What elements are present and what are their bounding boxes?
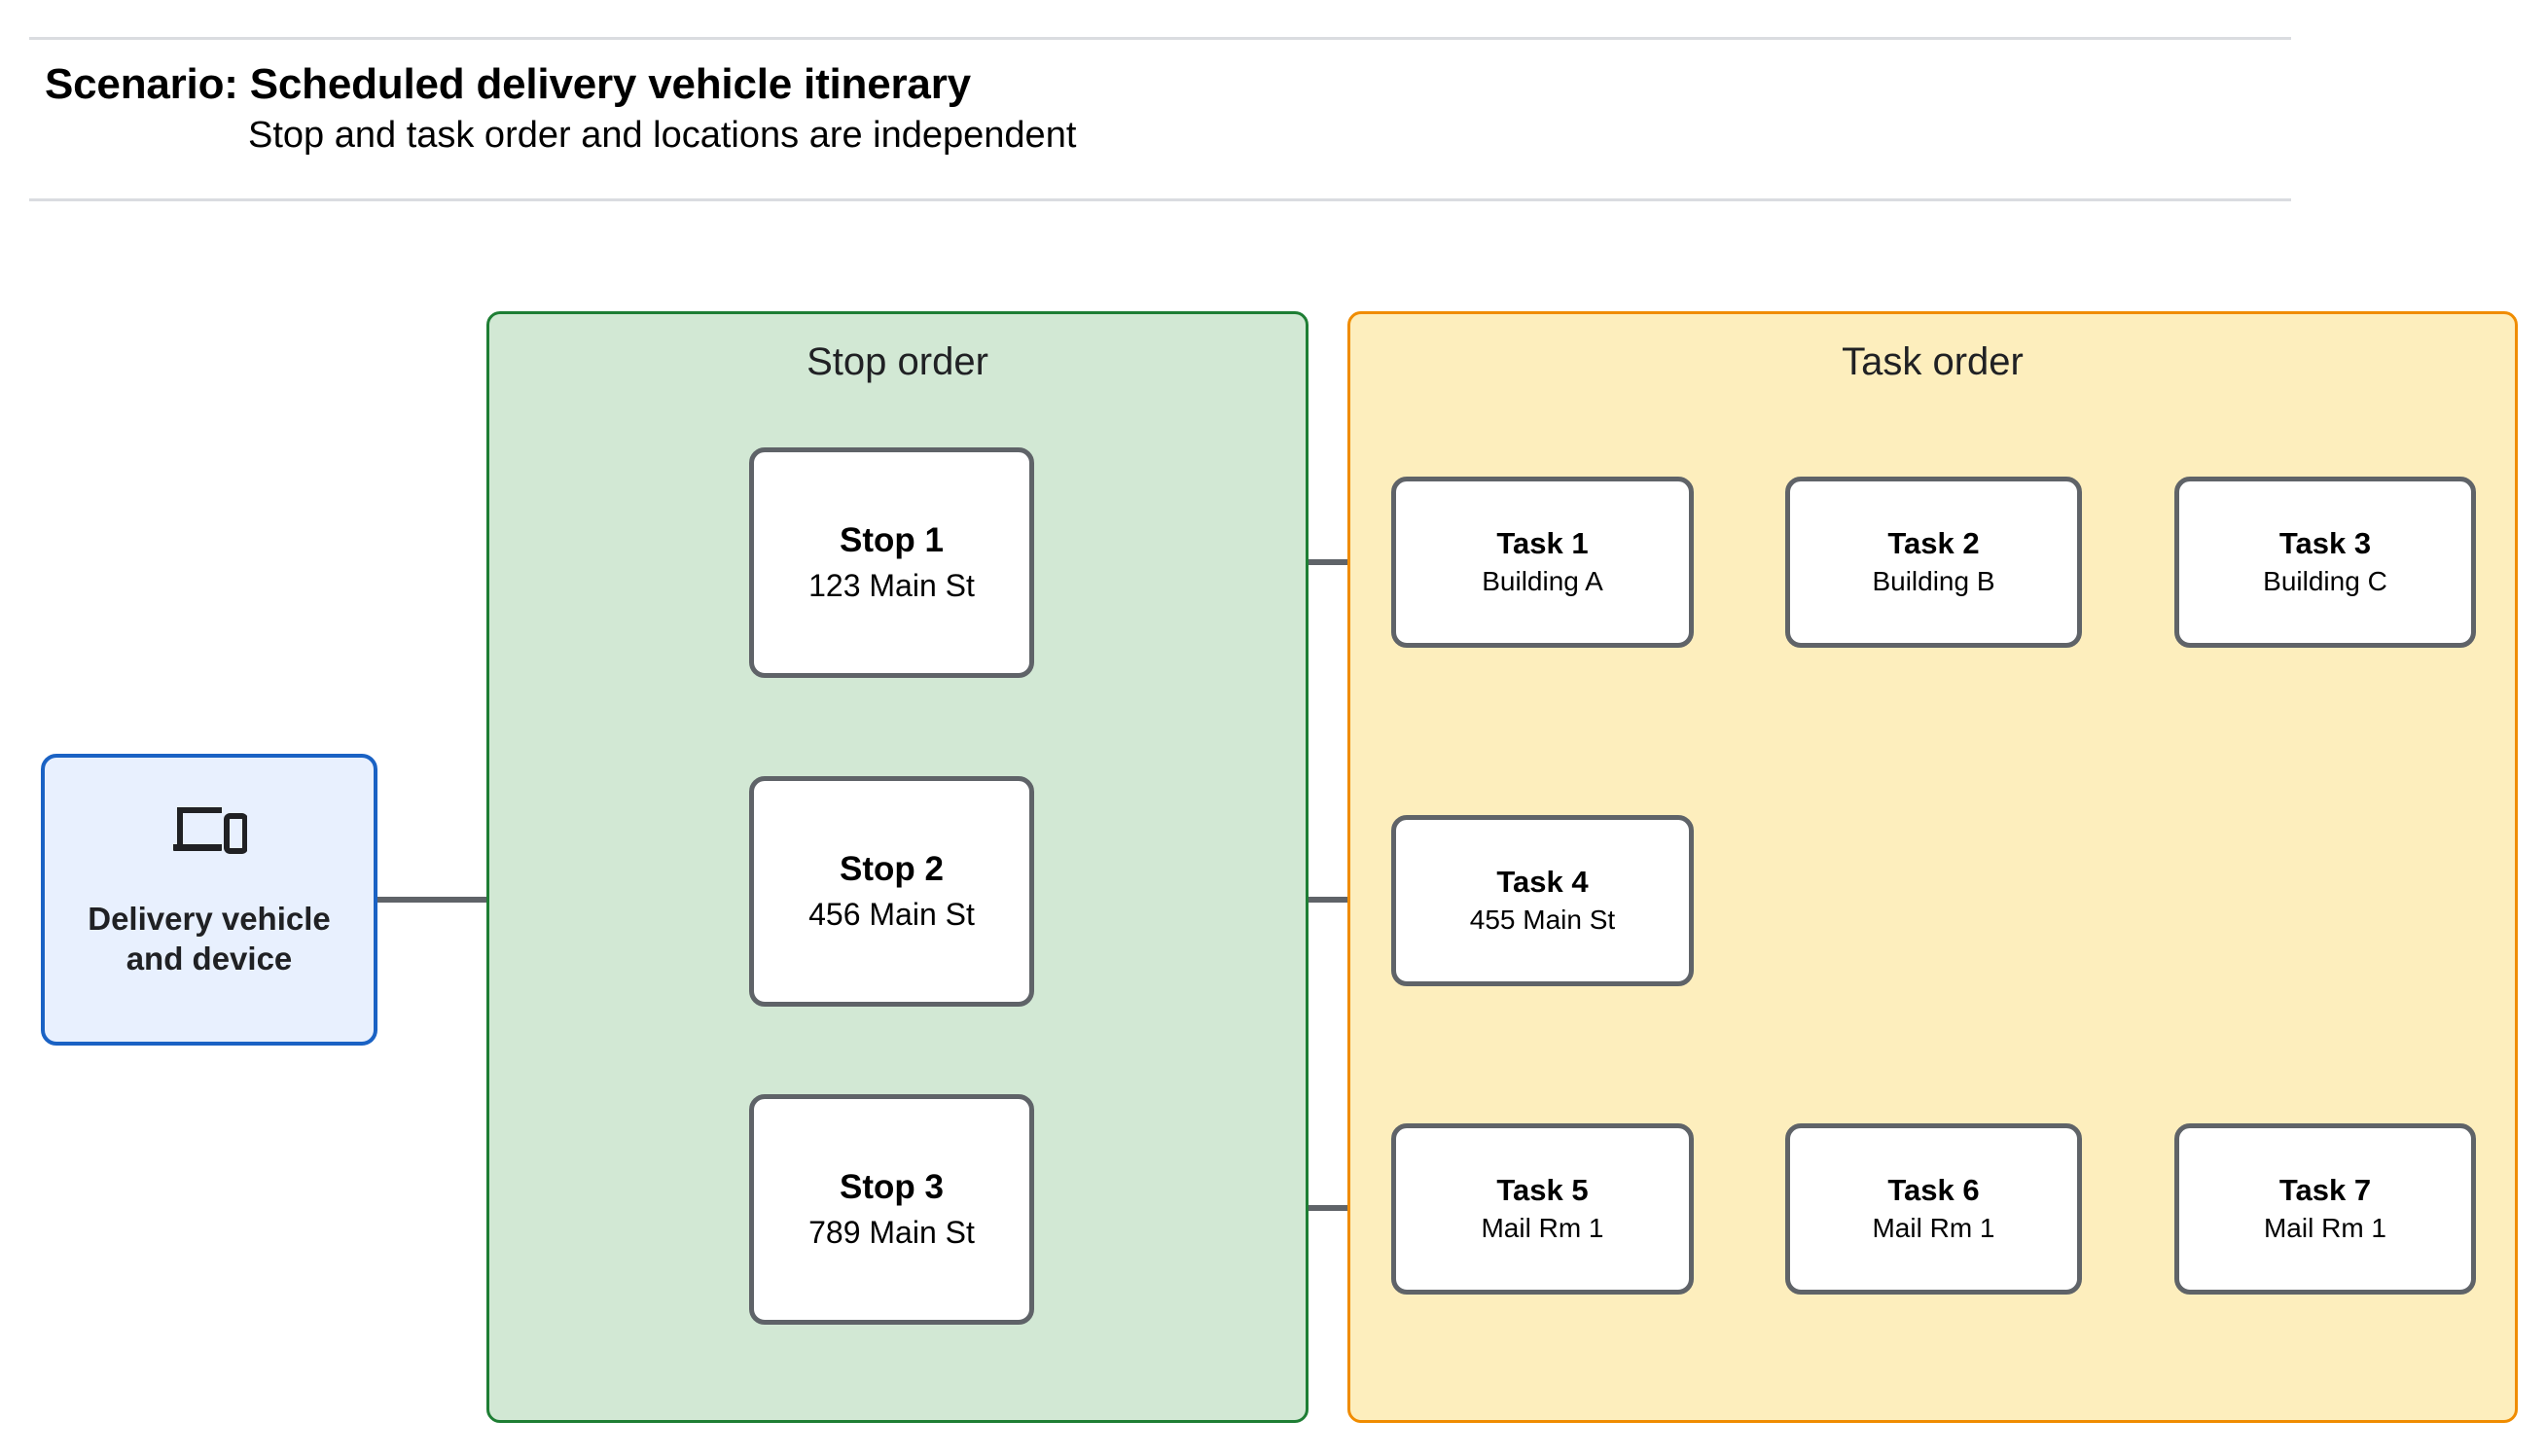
stop-node-3-address: 789 Main St (808, 1215, 975, 1251)
task-node-5-title: Task 5 (1496, 1173, 1589, 1208)
task-node-1-location: Building A (1482, 566, 1603, 597)
task-node-7[interactable]: Task 7 Mail Rm 1 (2174, 1123, 2476, 1295)
stop-node-3-title: Stop 3 (840, 1167, 944, 1206)
page-title: Scenario: Scheduled delivery vehicle iti… (45, 60, 971, 108)
task-node-6[interactable]: Task 6 Mail Rm 1 (1785, 1123, 2082, 1295)
task-node-3-title: Task 3 (2278, 526, 2372, 561)
devices-icon (171, 799, 248, 867)
stop-node-2-address: 456 Main St (808, 897, 975, 933)
task-node-4-title: Task 4 (1496, 865, 1589, 900)
task-node-7-location: Mail Rm 1 (2263, 1213, 2386, 1244)
task-node-2[interactable]: Task 2 Building B (1785, 477, 2082, 648)
task-node-3-location: Building C (2263, 566, 2387, 597)
task-node-7-title: Task 7 (2278, 1173, 2372, 1208)
stop-node-1-title: Stop 1 (840, 520, 944, 559)
task-node-2-location: Building B (1872, 566, 1995, 597)
page-subtitle: Stop and task order and locations are in… (248, 115, 1077, 156)
task-node-1[interactable]: Task 1 Building A (1391, 477, 1694, 648)
task-node-2-title: Task 2 (1887, 526, 1980, 561)
task-node-1-title: Task 1 (1496, 526, 1589, 561)
task-node-3[interactable]: Task 3 Building C (2174, 477, 2476, 648)
delivery-vehicle-label-line-1: Delivery vehicle (88, 901, 331, 938)
delivery-vehicle-node[interactable]: Delivery vehicle and device (41, 754, 377, 1046)
task-node-5[interactable]: Task 5 Mail Rm 1 (1391, 1123, 1694, 1295)
task-node-6-location: Mail Rm 1 (1872, 1213, 1995, 1244)
task-node-5-location: Mail Rm 1 (1481, 1213, 1604, 1244)
header-divider-bottom (29, 198, 2291, 201)
header-divider-top (29, 37, 2291, 40)
task-node-6-title: Task 6 (1887, 1173, 1980, 1208)
task-node-4-location: 455 Main St (1469, 905, 1616, 936)
delivery-vehicle-label: Delivery vehicle and device (88, 900, 331, 978)
stop-node-1[interactable]: Stop 1 123 Main St (749, 447, 1034, 678)
stop-node-2[interactable]: Stop 2 456 Main St (749, 776, 1034, 1007)
stop-node-1-address: 123 Main St (808, 568, 975, 604)
task-order-title: Task order (1842, 340, 2024, 383)
stop-node-3[interactable]: Stop 3 789 Main St (749, 1094, 1034, 1325)
task-node-4[interactable]: Task 4 455 Main St (1391, 815, 1694, 986)
delivery-vehicle-label-line-2: and device (126, 940, 293, 977)
stop-node-2-title: Stop 2 (840, 849, 944, 888)
stop-order-title: Stop order (807, 340, 988, 383)
